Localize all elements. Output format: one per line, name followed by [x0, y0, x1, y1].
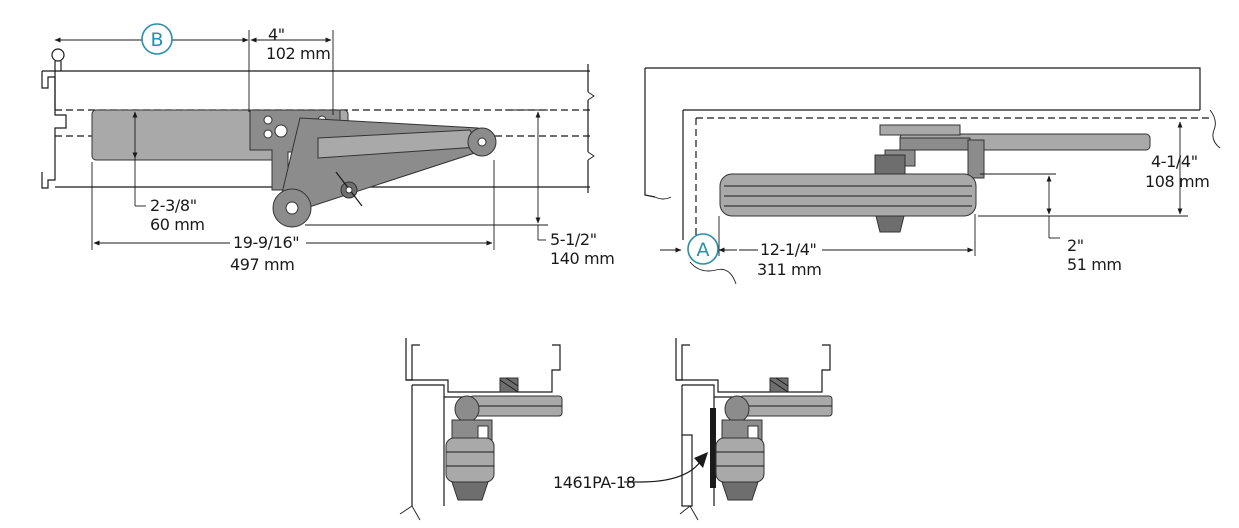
dim-311mm-label: 311 mm [757, 260, 821, 279]
closer-body-end-right [715, 437, 765, 483]
leader-arrow [639, 461, 701, 483]
dim-12-1-4in-label: 12-1/4" [760, 240, 816, 259]
dim-497mm-label: 497 mm [230, 255, 294, 274]
dim-2in-label: 2" [1067, 236, 1084, 255]
dim-2-3-8in-label: 2-3/8" [150, 196, 197, 215]
dimension-b: B [54, 23, 250, 112]
callout-b: B [150, 29, 163, 51]
bottom-right-view: 1461PA-18 [553, 338, 833, 521]
callout-a: A [697, 239, 710, 261]
dimension-5-1-2in: 5-1/2" 140 mm [305, 109, 615, 268]
dimension-2-3-8in: 2-3/8" 60 mm [132, 111, 205, 234]
bottom-left-view [399, 338, 563, 521]
dim-140mm-label: 140 mm [550, 249, 614, 268]
closer-body-side [719, 173, 977, 217]
dim-102mm-label: 102 mm [266, 44, 330, 63]
dimension-12-1-4in: 12-1/4" 311 mm [739, 214, 976, 279]
dim-5-1-2in-label: 5-1/2" [550, 230, 597, 249]
top-left-view: B 4" 102 mm 2-3/8" 60 mm 19-9/16" 497 mm [41, 23, 615, 274]
closer-body-end-left [445, 437, 495, 483]
callout-b-circle [141, 23, 173, 55]
dim-51mm-label: 51 mm [1067, 255, 1122, 274]
spacer-plate [710, 408, 716, 488]
dimension-a: A [660, 216, 737, 265]
part-label-1461pa-18: 1461PA-18 [553, 473, 636, 492]
dimension-19-9-16in: 19-9/16" 497 mm [91, 160, 495, 274]
dimension-4-1-4in: 4-1/4" 108 mm [978, 121, 1210, 217]
dim-60mm-label: 60 mm [150, 215, 205, 234]
dim-19-9-16in-label: 19-9/16" [233, 233, 299, 252]
dim-4in-label: 4" [268, 25, 285, 44]
dimension-2in: 2" 51 mm [980, 173, 1122, 274]
dimension-4in: 4" 102 mm [250, 25, 334, 115]
top-right-view: A 12-1/4" 311 mm 2" 51 mm 4-1/4" 108 mm [644, 67, 1221, 285]
dim-4-1-4in-label: 4-1/4" [1151, 152, 1198, 171]
callout-a-circle [687, 233, 719, 265]
dim-108mm-label: 108 mm [1145, 172, 1209, 191]
